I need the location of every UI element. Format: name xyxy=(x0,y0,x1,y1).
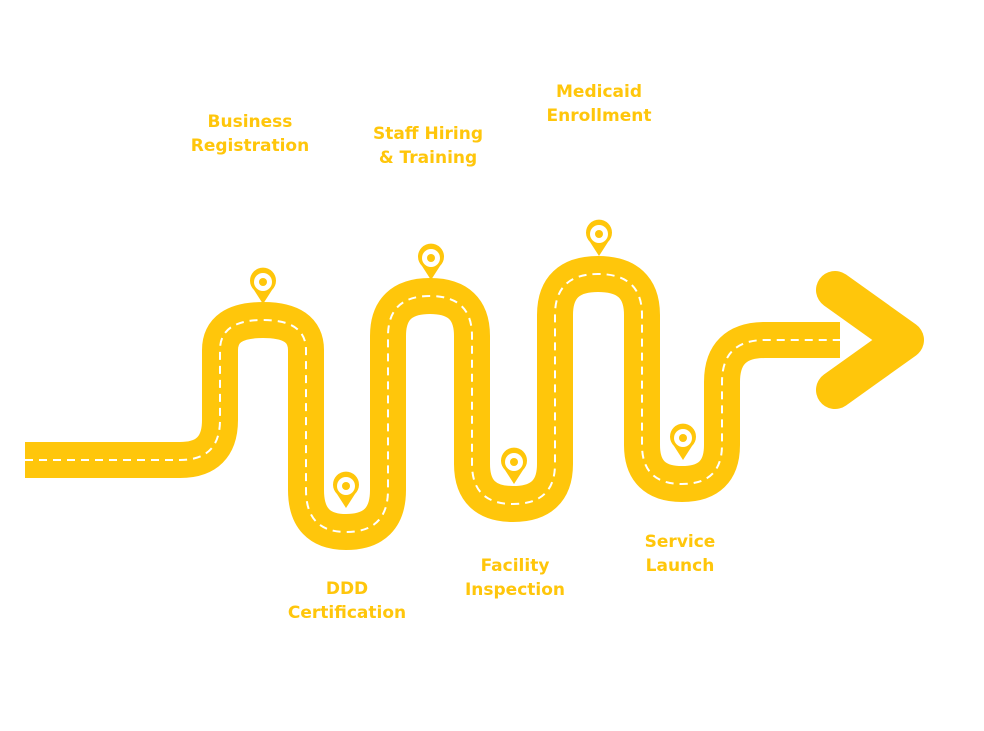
milestone-ddd-certification: DDD Certification xyxy=(287,579,407,623)
arrow-head xyxy=(816,271,924,409)
location-pin-icon xyxy=(586,219,612,256)
milestone-facility-inspection: Facility Inspection xyxy=(464,556,566,600)
milestone-medicaid-enrollment: Medicaid Enrollment xyxy=(546,82,652,126)
milestone-staff-hiring-training: Staff Hiring & Training xyxy=(372,124,484,168)
milestone-business-registration: Business Registration xyxy=(190,112,310,156)
winding-road xyxy=(25,256,840,550)
lane-marking xyxy=(25,272,840,534)
location-pin-icon xyxy=(333,471,359,508)
location-pin-icon xyxy=(418,243,444,280)
milestone-service-launch: Service Launch xyxy=(644,532,716,576)
location-pin-icon xyxy=(501,447,527,484)
location-pin-icon xyxy=(250,267,276,304)
location-pin-icon xyxy=(670,423,696,460)
